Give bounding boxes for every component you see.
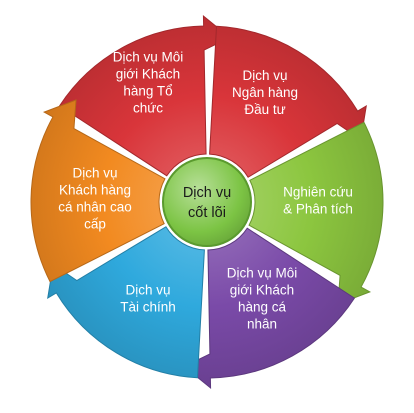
segment-label-line: Nghiên cứu [283, 185, 353, 200]
segment-left [30, 99, 166, 283]
segment-label-line: cấp [84, 217, 106, 232]
segment-bottom-right [183, 227, 356, 390]
segment-label-line: Dịch vụ [125, 283, 170, 298]
segment-label-line: hàng cá [238, 300, 287, 315]
segment-label-line: giới Khách [230, 283, 294, 298]
segment-label-right: Nghiên cứu & Phân tích [283, 185, 353, 217]
segment-right [248, 121, 384, 305]
segment-label-line: Dịch vụ [242, 68, 287, 83]
segment-top-left [58, 14, 231, 177]
segment-label-line: Khách hàng [59, 183, 131, 198]
segment-label-line: Dịch vụ [72, 166, 117, 181]
center-circle [162, 157, 252, 247]
segment-label-line: giới Khách [116, 67, 180, 82]
segment-label-left: Dịch vụ Khách hàng cá nhân cao cấp [58, 166, 132, 232]
segment-label-bottom-right: Dịch vụ Môi giới Khách hàng cá nhân [227, 266, 298, 332]
center-label-line: cốt lõi [188, 205, 226, 221]
segment-bottom-left [47, 226, 205, 379]
segment-label-bottom-left: Dịch vụ Tài chính [120, 283, 176, 315]
segment-label-line: nhân [247, 317, 277, 332]
segment-label-line: & Phân tích [283, 202, 353, 217]
center-label: Dịch vụ cốt lõi [183, 185, 231, 221]
segment-label-line: Ngân hàng [232, 85, 298, 100]
segment-label-top-left: Dịch vụ Môi giới Khách hàng Tổ chức [113, 50, 184, 116]
segment-label-line: cá nhân cao [58, 200, 132, 215]
segment-label-line: Dịch vụ Môi [113, 50, 184, 65]
segment-label-line: chức [133, 101, 163, 116]
segment-label-line: hàng Tổ [123, 84, 172, 99]
segment-label-line: Đầu tư [244, 102, 285, 117]
segment-label-line: Tài chính [120, 300, 176, 315]
center-label-line: Dịch vụ [183, 185, 231, 201]
segment-label-line: Dịch vụ Môi [227, 266, 298, 281]
segment-top-right [209, 25, 367, 178]
